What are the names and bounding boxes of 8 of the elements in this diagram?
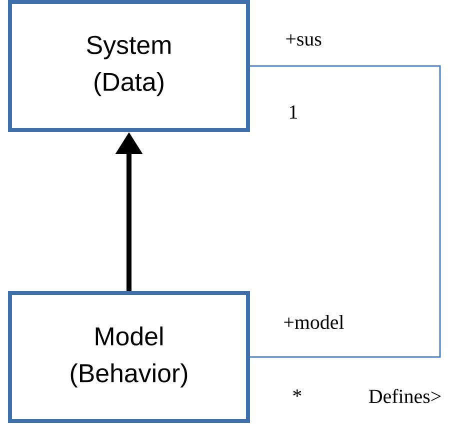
edge-label: Defines> (368, 388, 441, 404)
role-label: 1 (290, 105, 297, 119)
role-label: +sus (286, 34, 322, 46)
role-label: +model (284, 314, 344, 329)
role-label: * (293, 389, 302, 397)
class-box: Model (Behavior) (8, 291, 250, 423)
class-box: System (Data) (8, 0, 250, 132)
association-line (250, 65, 441, 358)
